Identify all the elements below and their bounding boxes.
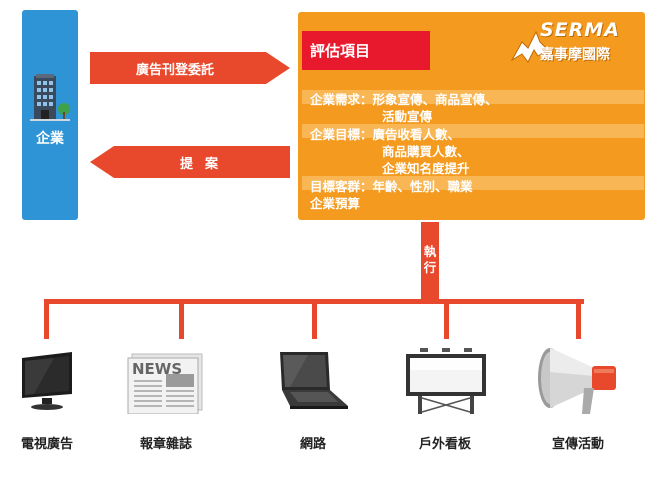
- distribution-drop: [44, 299, 49, 339]
- media-label-tv: 電視廣告: [20, 437, 73, 452]
- panel-line-budget: 企業預算: [310, 196, 361, 211]
- billboard-icon: [406, 348, 486, 414]
- evaluation-title-box: [302, 31, 430, 70]
- execute-label: 執行: [423, 244, 437, 275]
- panel-line-needs: 企業需求：形象宣傳、商品宣傳、: [310, 92, 498, 107]
- panel-line-goals-cont2: 企業知名度提升: [382, 161, 470, 176]
- panel-line-audience: 目標客群：年齡、性別、職業: [310, 179, 473, 194]
- panel-band: [302, 176, 644, 190]
- newspaper-icon: NEWS: [127, 353, 203, 414]
- panel-band: [302, 90, 644, 104]
- proposal-arrow: [90, 146, 290, 178]
- panel-line-goals-cont: 商品購買人數、: [382, 144, 470, 159]
- panel-band: [302, 124, 644, 138]
- distribution-drop: [312, 299, 317, 339]
- company-label: 企業: [36, 131, 64, 147]
- execute-connector: [421, 222, 439, 302]
- megaphone-icon: [538, 348, 616, 414]
- panel-line-goals: 企業目標：廣告收看人數、: [310, 127, 461, 142]
- tv-icon: [22, 352, 72, 410]
- request-arrow: [90, 52, 290, 84]
- panel-line-needs-cont: 活動宣傳: [382, 109, 433, 124]
- laptop-icon: [280, 352, 348, 409]
- logo-chinese: 嘉事摩國際: [540, 47, 610, 63]
- serma-logo-icon: [510, 30, 549, 63]
- distribution-drop: [179, 299, 184, 339]
- proposal-arrow-label: 提案: [179, 157, 230, 172]
- logo-english: SERMA: [540, 19, 620, 41]
- distribution-drop: [444, 299, 449, 339]
- media-label-newspaper: 報章雜誌: [139, 437, 192, 452]
- building-icon: [30, 74, 70, 121]
- newspaper-masthead: NEWS: [132, 360, 182, 378]
- media-label-billboard: 戶外看板: [418, 437, 471, 452]
- media-label-internet: 網路: [299, 437, 326, 452]
- distribution-drop: [576, 299, 581, 339]
- request-arrow-label: 廣告刊登委託: [135, 63, 214, 78]
- evaluation-title: 評估項目: [310, 42, 371, 60]
- media-label-event: 宣傳活動: [551, 437, 604, 452]
